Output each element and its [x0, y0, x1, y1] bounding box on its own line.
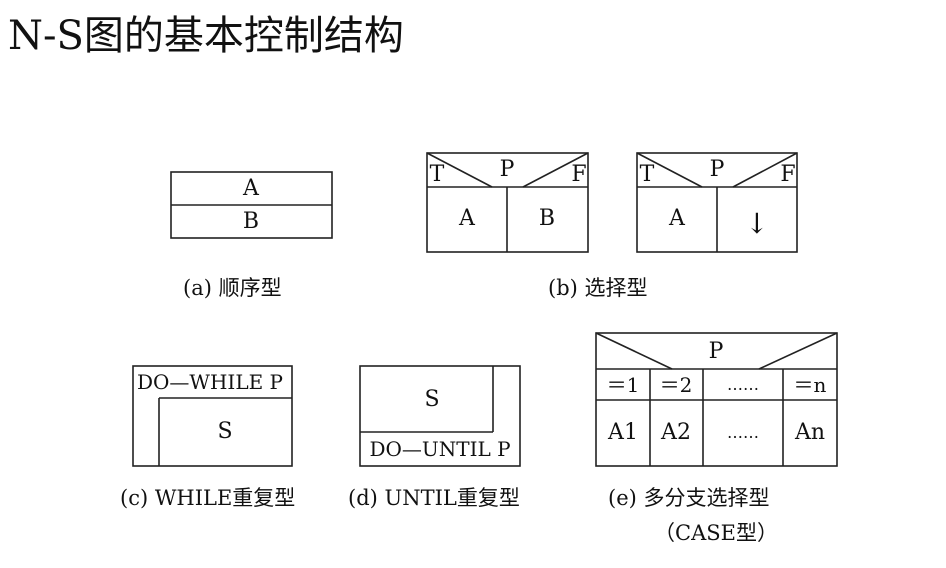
- caption-b: (b) 选择型: [548, 276, 648, 300]
- case-predicate: P: [708, 339, 724, 364]
- case-value: ……: [727, 375, 759, 394]
- diagonal-right: [522, 152, 589, 188]
- sequence-a: A: [243, 176, 259, 201]
- predicate-label: P: [499, 157, 515, 182]
- true-label: T: [429, 162, 445, 187]
- while-condition: DO—WHILE P: [136, 370, 284, 394]
- while-box: [132, 365, 293, 467]
- case-action: ……: [727, 423, 759, 442]
- until-condition: DO—UNTIL P: [369, 437, 511, 461]
- diagonal-right: [758, 332, 838, 370]
- case-value: ＝n: [793, 373, 827, 397]
- case-structure: [595, 332, 838, 467]
- predicate-label: P: [709, 157, 725, 182]
- true-branch: A: [459, 206, 475, 231]
- diagonal-left: [426, 152, 493, 188]
- case-action: A1: [608, 420, 638, 445]
- true-branch: A: [669, 206, 685, 231]
- while-body: S: [217, 419, 233, 444]
- selection-structure-2: [636, 152, 798, 253]
- case-value: ＝2: [659, 373, 693, 397]
- case-action: An: [794, 420, 826, 445]
- false-branch: B: [538, 206, 556, 231]
- diagonal-left: [636, 152, 703, 188]
- until-box: [359, 365, 521, 467]
- caption-d: (d) UNTIL重复型: [348, 486, 520, 510]
- true-label: T: [639, 162, 655, 187]
- false-label: F: [780, 162, 796, 187]
- page-title: N-S图的基本控制结构: [8, 13, 404, 59]
- diagonal-left: [595, 332, 673, 370]
- diagonal-right: [732, 152, 798, 188]
- caption-a: (a) 顺序型: [183, 276, 282, 300]
- false-label: F: [571, 162, 587, 187]
- sequence-b: B: [242, 209, 260, 234]
- case-value: ＝1: [606, 373, 640, 397]
- down-arrow-icon: ↓: [745, 207, 769, 240]
- while-structure: [132, 365, 293, 467]
- caption-e-sub: （CASE型）: [654, 521, 778, 545]
- until-structure: [359, 365, 521, 467]
- selection-structure-1: [426, 152, 589, 253]
- until-body: S: [424, 387, 440, 412]
- caption-e: (e) 多分支选择型: [608, 486, 770, 510]
- case-action: A2: [661, 420, 691, 445]
- caption-c: (c) WHILE重复型: [120, 486, 296, 510]
- sequence-structure: [170, 171, 333, 239]
